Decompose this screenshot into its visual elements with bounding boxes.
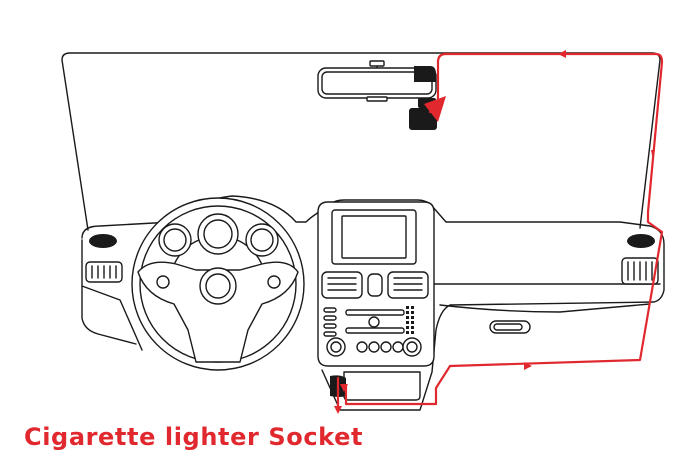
glovebox-handle-icon: [489, 320, 531, 334]
cable-arrow-top: [558, 50, 566, 58]
infotainment-screen: [331, 209, 417, 265]
dash-camera-icon: [409, 66, 437, 130]
right-air-vent-icon: [621, 257, 659, 285]
dashboard-lower-left-panel: [81, 285, 137, 345]
glovebox-line: [439, 303, 651, 313]
center-console: [317, 201, 435, 401]
dashboard-lower-left: [81, 239, 143, 351]
steering-wheel-icon: [131, 197, 305, 371]
radio-controls: [323, 306, 422, 357]
left-air-vent-icon: [85, 261, 123, 283]
console-left-vent-icon: [321, 271, 363, 299]
socket-caption: Cigarette lighter Socket: [24, 423, 364, 451]
console-right-vent-icon: [387, 271, 429, 299]
left-speaker-icon: [89, 234, 117, 248]
windshield-outline: [61, 52, 661, 231]
cable-arrow-right: [651, 150, 655, 160]
rearview-mirror-icon: [317, 60, 437, 102]
power-cable-route: [334, 50, 664, 414]
hazard-button: [367, 273, 383, 297]
cable-arrow-dashcam: [424, 96, 446, 122]
cable-arrow-socket-plug: [340, 384, 348, 392]
cable-arrow-socket: [334, 406, 342, 414]
right-speaker-icon: [627, 234, 655, 248]
cable-arrow-bottom: [524, 362, 532, 370]
